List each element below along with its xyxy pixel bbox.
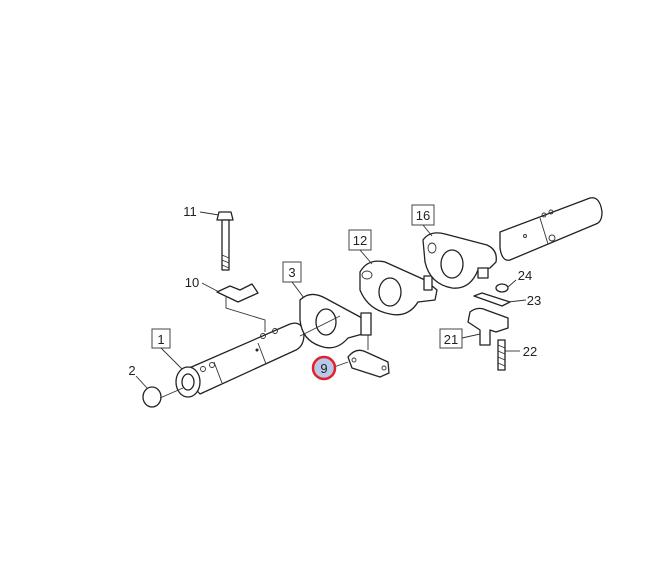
callout-22[interactable]: 22 xyxy=(523,344,537,359)
callout-9-highlighted[interactable]: 9 xyxy=(311,355,337,381)
rocker-arm-part-12[interactable] xyxy=(359,260,438,316)
svg-text:9: 9 xyxy=(320,361,327,376)
bracket-part-10[interactable] xyxy=(216,283,266,332)
svg-text:3: 3 xyxy=(288,265,295,280)
rocker-shaft-right[interactable] xyxy=(499,197,603,261)
svg-text:24: 24 xyxy=(518,268,532,283)
screw-part-22[interactable] xyxy=(497,339,506,371)
bridge-part-9[interactable] xyxy=(347,335,390,378)
svg-text:1: 1 xyxy=(157,332,164,347)
callout-16[interactable]: 16 xyxy=(411,204,435,226)
callout-21[interactable]: 21 xyxy=(439,328,463,349)
callout-24[interactable]: 24 xyxy=(518,268,532,283)
callout-12[interactable]: 12 xyxy=(348,229,372,251)
callout-3[interactable]: 3 xyxy=(282,261,302,283)
bridge-part-21[interactable] xyxy=(467,307,509,346)
rocker-arm-part-3[interactable] xyxy=(299,293,372,349)
plate-part-23[interactable] xyxy=(473,292,511,307)
svg-text:12: 12 xyxy=(353,233,367,248)
callout-10[interactable]: 10 xyxy=(185,275,199,290)
callout-1[interactable]: 1 xyxy=(151,328,171,349)
svg-text:2: 2 xyxy=(128,363,135,378)
plug-part-2[interactable] xyxy=(142,386,184,408)
nut-part-24[interactable] xyxy=(495,283,509,293)
svg-text:21: 21 xyxy=(444,332,458,347)
svg-text:22: 22 xyxy=(523,344,537,359)
svg-text:16: 16 xyxy=(416,208,430,223)
svg-text:11: 11 xyxy=(183,204,197,219)
leader-lines xyxy=(135,211,527,389)
callout-2[interactable]: 2 xyxy=(128,363,135,378)
bolt-part-11[interactable] xyxy=(216,211,234,271)
svg-text:10: 10 xyxy=(185,275,199,290)
rocker-arm-part-16[interactable] xyxy=(422,232,497,289)
svg-text:23: 23 xyxy=(527,293,541,308)
callout-11[interactable]: 11 xyxy=(183,204,197,219)
callout-23[interactable]: 23 xyxy=(527,293,541,308)
rocker-shaft-part-1[interactable] xyxy=(175,322,305,398)
